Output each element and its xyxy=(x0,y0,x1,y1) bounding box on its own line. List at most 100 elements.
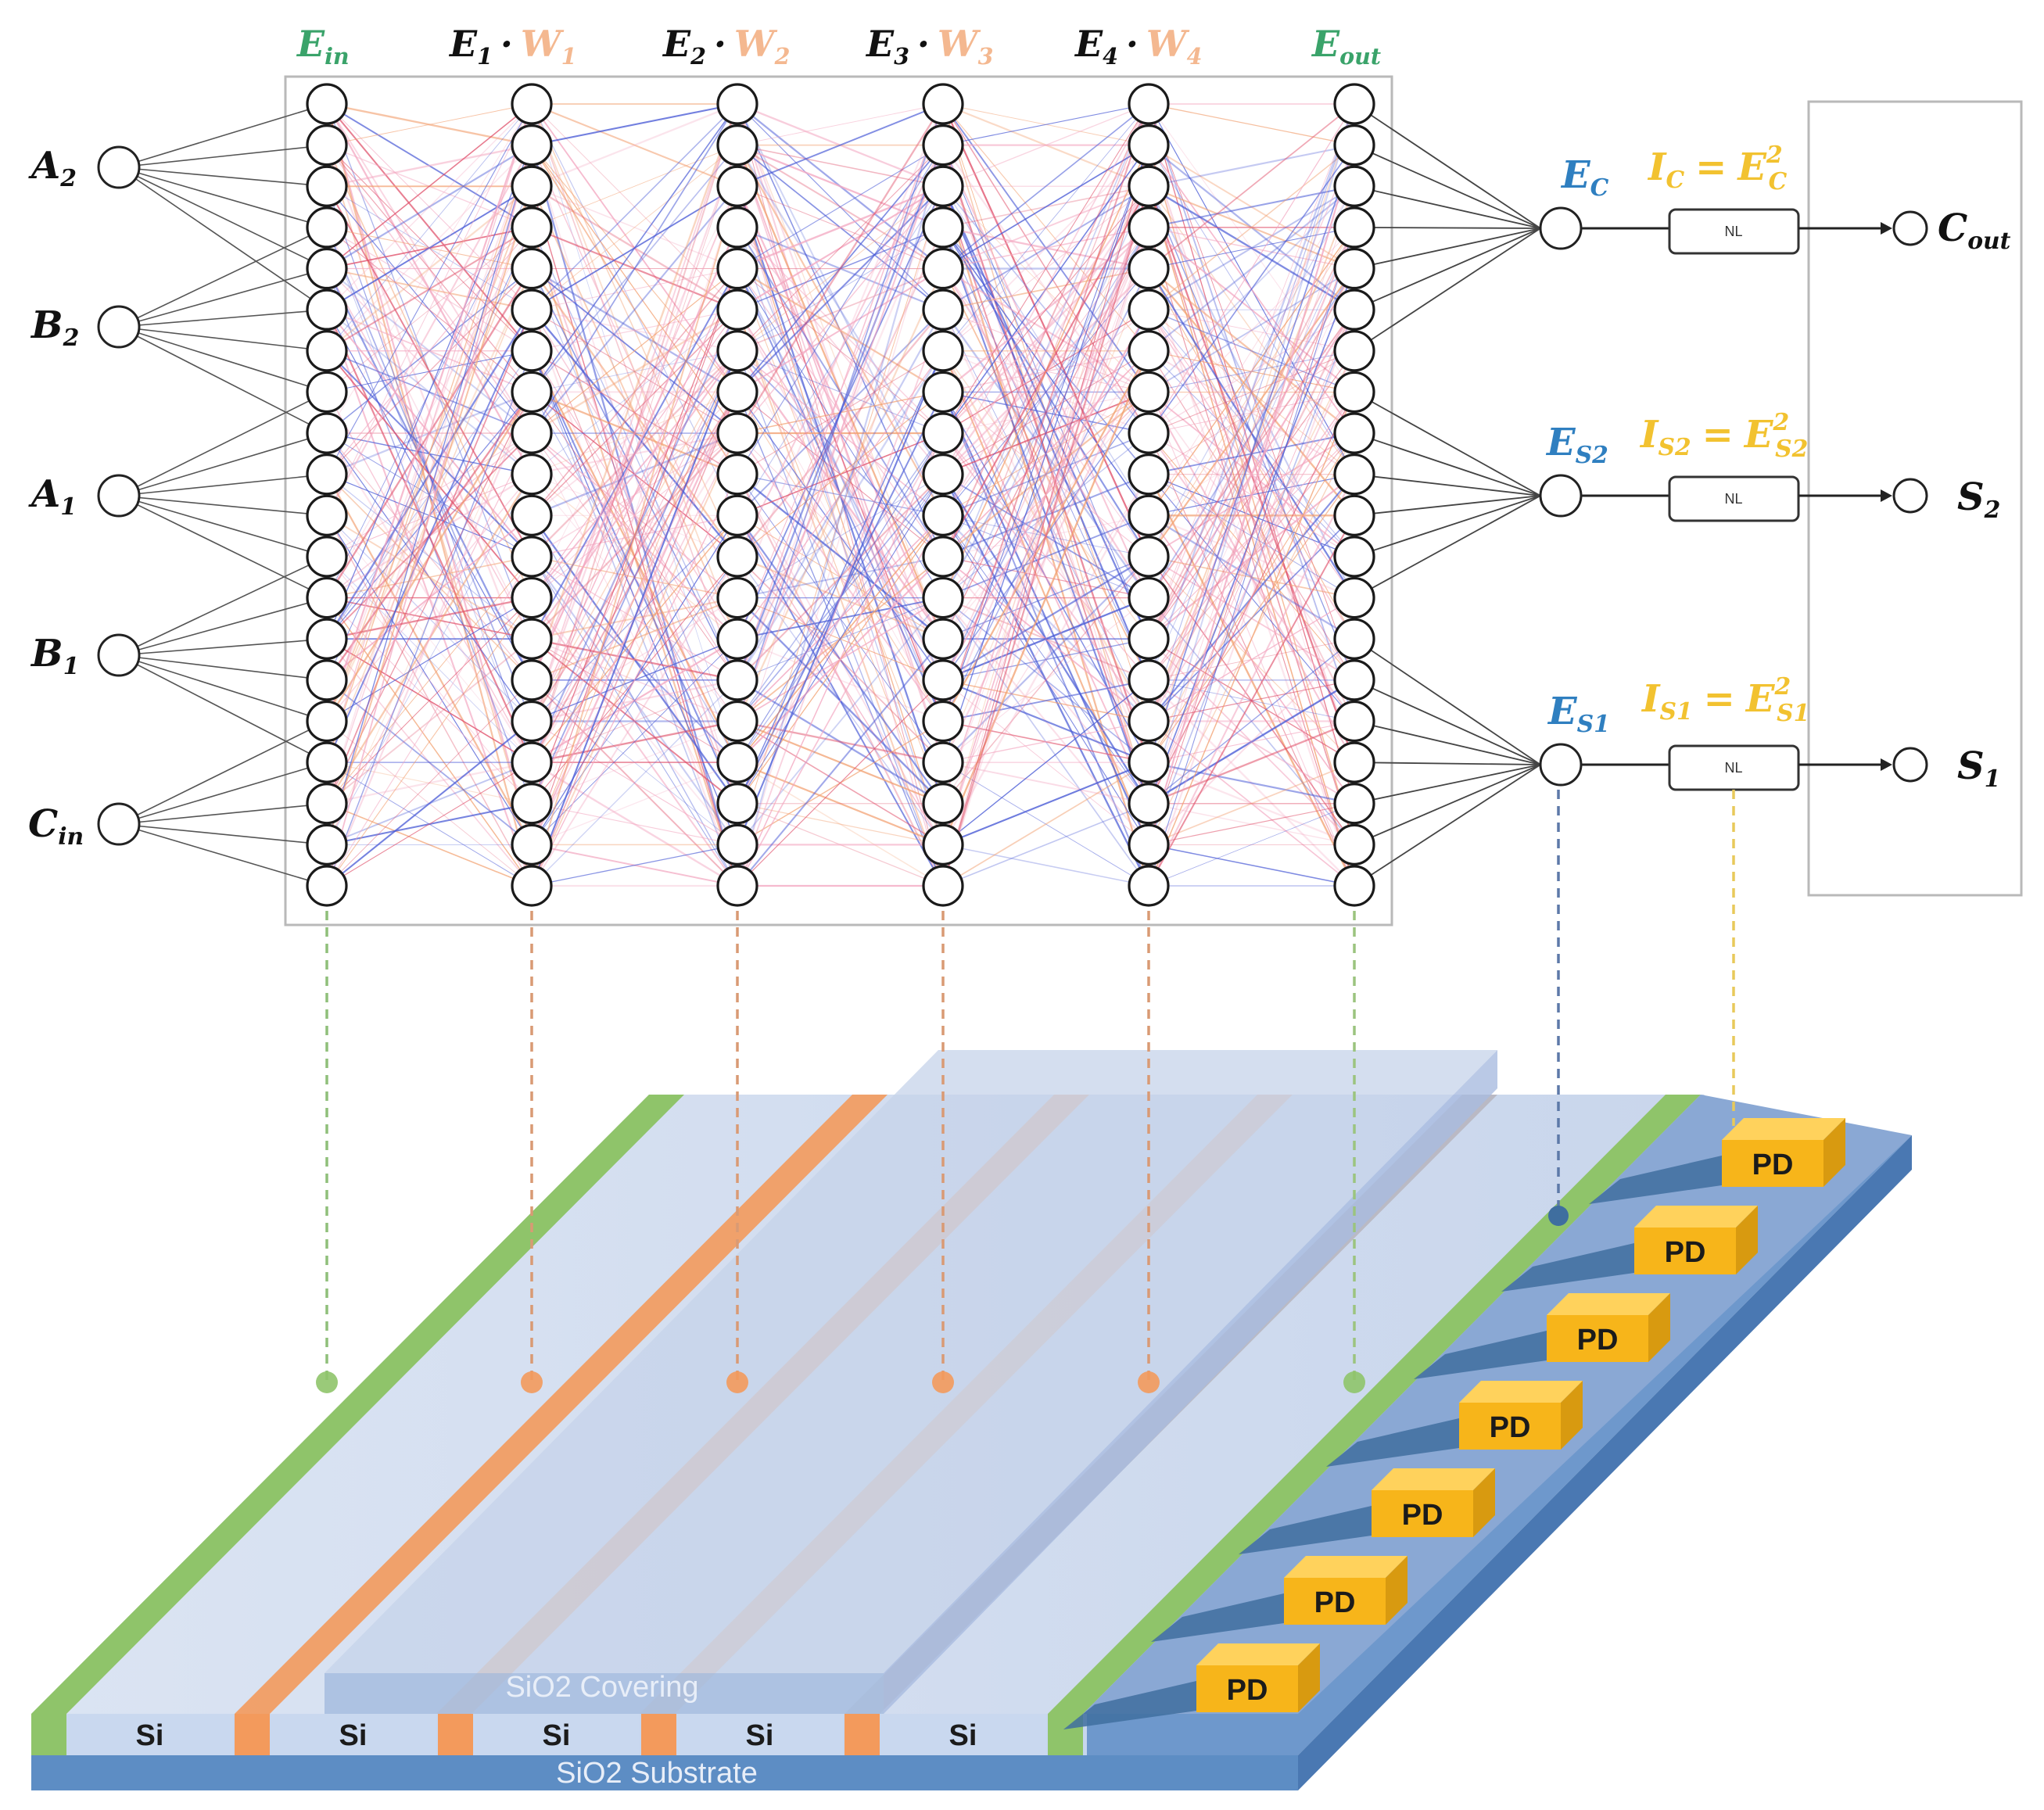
network-edge xyxy=(942,103,1149,352)
pd-label: PD xyxy=(1577,1324,1619,1357)
network-edge xyxy=(1148,844,1355,887)
neuron xyxy=(1333,659,1375,701)
neuron xyxy=(716,576,758,619)
network-edge xyxy=(1148,309,1355,887)
network-edge xyxy=(1148,103,1355,722)
input-labels: A2 B2 A1 B1 Cin xyxy=(28,144,84,851)
network-edge xyxy=(942,103,1149,598)
pd-block-side xyxy=(1648,1293,1670,1362)
collector-label-es2: ES2 xyxy=(1545,421,1608,469)
network-edge xyxy=(531,102,738,188)
neuron xyxy=(1333,453,1375,496)
network-edge xyxy=(737,679,944,887)
input-edge xyxy=(118,326,328,434)
input-edge xyxy=(118,762,328,825)
neuron xyxy=(511,618,553,660)
si-segment xyxy=(270,1714,436,1755)
network-edge xyxy=(1148,679,1355,805)
network-edge xyxy=(737,638,944,887)
covering-top xyxy=(325,1050,1497,1673)
network-edge xyxy=(942,103,1149,434)
network-edge xyxy=(531,185,738,434)
network-edge xyxy=(326,145,533,887)
network-edge xyxy=(737,227,944,681)
network-edge xyxy=(1148,762,1355,805)
waveguide-end xyxy=(438,1714,473,1755)
neuron xyxy=(922,83,964,125)
network-edge xyxy=(1147,227,1356,722)
input-edge xyxy=(118,654,328,763)
layer-label-out: Eout xyxy=(1311,23,1381,70)
network-edge xyxy=(942,556,1149,763)
network-edge xyxy=(942,268,1149,516)
pd-block-front xyxy=(1284,1578,1386,1625)
neuron xyxy=(306,576,348,619)
pd-block-side xyxy=(1298,1643,1320,1712)
output-edge xyxy=(1354,762,1541,765)
neuron xyxy=(306,453,348,496)
network-edge xyxy=(942,474,1149,805)
network-edge xyxy=(326,144,533,188)
network-edge xyxy=(942,103,1149,722)
pd-block-top xyxy=(1459,1381,1583,1403)
nl-block-s2 xyxy=(1668,475,1800,522)
output-edge xyxy=(1354,764,1541,887)
nl-block-c xyxy=(1668,208,1800,255)
neuron xyxy=(511,576,553,619)
network-edge xyxy=(737,474,944,805)
network-edge xyxy=(326,145,533,352)
strip-orange-1 xyxy=(235,1095,888,1714)
arrow-s1 xyxy=(1881,758,1892,771)
output-edge xyxy=(1354,764,1541,846)
network-edge xyxy=(942,679,1149,764)
network-edge xyxy=(941,227,1150,887)
input-label-a1: A1 xyxy=(28,472,77,521)
input-edge xyxy=(118,167,328,228)
connector-lines xyxy=(316,790,1735,1393)
network-edge xyxy=(736,268,945,722)
network-edge xyxy=(531,185,738,270)
connector-dot xyxy=(1343,1371,1365,1393)
network-edge xyxy=(1148,103,1355,805)
network-edge xyxy=(325,103,533,722)
pd-block-top xyxy=(1196,1643,1320,1665)
network-edge xyxy=(531,268,738,516)
output-edge xyxy=(1354,391,1541,496)
neuron xyxy=(511,289,553,331)
collector-node-s1 xyxy=(1539,743,1583,787)
network-edge xyxy=(326,679,533,887)
neuron xyxy=(716,412,758,454)
input-node xyxy=(97,474,141,518)
substrate-front xyxy=(31,1755,1298,1790)
network-edge xyxy=(942,145,1149,722)
network-edge xyxy=(942,762,1149,846)
network-edge xyxy=(737,103,944,598)
network-edge xyxy=(1148,227,1355,887)
network-edge xyxy=(326,350,533,392)
input-node xyxy=(97,305,141,349)
neuron xyxy=(306,83,348,125)
si-segment xyxy=(66,1714,233,1755)
network-edge xyxy=(531,103,738,763)
network-edge xyxy=(1148,145,1355,763)
network-edge xyxy=(942,103,1149,887)
layer-label-4: E4·W4 xyxy=(1074,23,1202,70)
network-edge xyxy=(531,145,738,763)
output-frame xyxy=(1807,100,2023,897)
pd-block-side xyxy=(1736,1206,1758,1274)
pd-taper xyxy=(1501,1243,1634,1292)
covering-side xyxy=(884,1050,1497,1714)
network-edge xyxy=(531,145,738,228)
pd-taper xyxy=(1151,1593,1284,1642)
neuron xyxy=(716,536,758,578)
input-edge xyxy=(118,654,328,722)
pd-block-front xyxy=(1196,1665,1298,1712)
network-edge xyxy=(942,145,1149,845)
pd-block-front xyxy=(1722,1140,1823,1187)
network-edge xyxy=(531,350,738,887)
network-edge xyxy=(942,103,1149,187)
network-edge xyxy=(325,391,533,887)
neuron xyxy=(1333,206,1375,249)
